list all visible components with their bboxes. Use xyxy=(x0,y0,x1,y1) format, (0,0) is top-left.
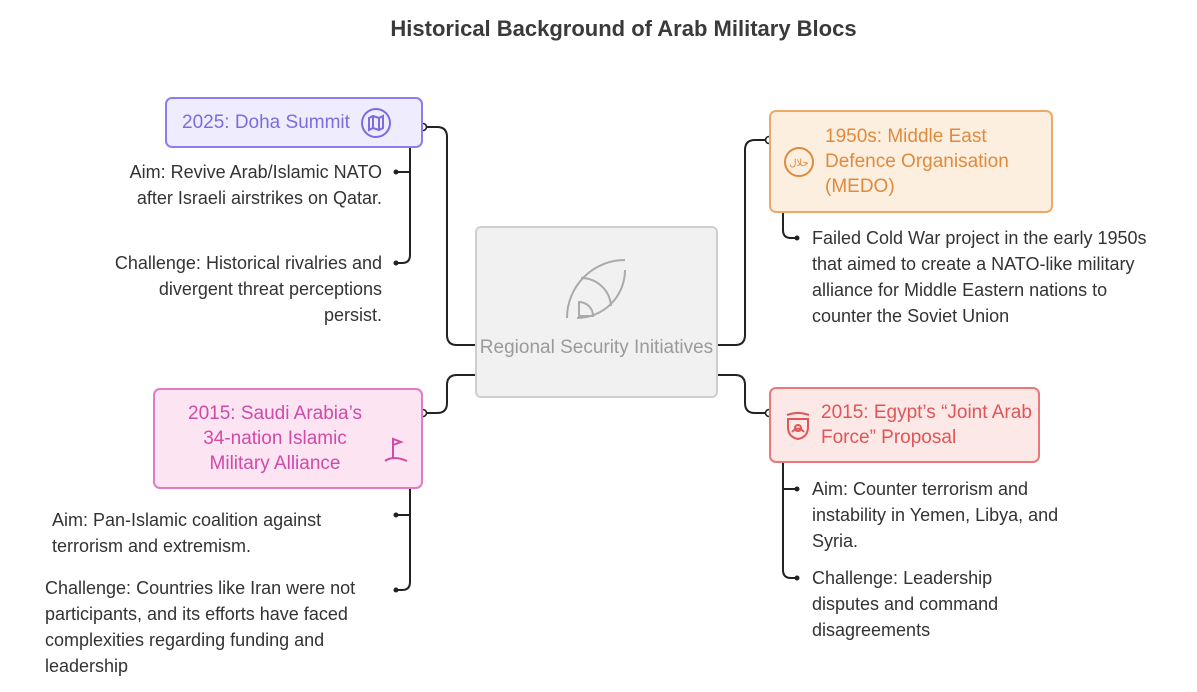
doha-aim: Aim: Revive Arab/Islamic NATO after Isra… xyxy=(129,162,382,208)
bullet-line-doha xyxy=(396,148,411,264)
center-label: Regional Security Initiatives xyxy=(479,337,714,358)
doha-challenge: Challenge: Historical rivalries and dive… xyxy=(114,253,382,325)
connector-egypt xyxy=(718,374,769,414)
node-label: 2015: Egypt’s “Joint Arab Force” Proposa… xyxy=(821,402,1032,448)
egypt-aim: Aim: Counter terrorism and instability i… xyxy=(812,479,1059,551)
node-doha-summit[interactable]: 2025: Doha Summit xyxy=(165,97,423,148)
flag-icon xyxy=(384,437,408,462)
bullet-line-saudi xyxy=(396,489,411,591)
center-node[interactable]: Regional Security Initiatives xyxy=(475,226,718,398)
soldier-icon xyxy=(786,412,810,441)
saudi-aim: Aim: Pan-Islamic coalition against terro… xyxy=(52,510,322,556)
svg-text:حلال: حلال xyxy=(789,158,808,169)
connector-medo xyxy=(718,139,769,346)
bullet-line-egypt xyxy=(782,463,797,579)
connector-doha xyxy=(423,126,475,346)
node-medo[interactable]: حلال 1950s: Middle East Defence Organisa… xyxy=(769,110,1053,213)
map-icon xyxy=(360,107,391,138)
egypt-challenge: Challenge: Leadership disputes and comma… xyxy=(812,568,999,640)
saudi-challenge: Challenge: Countries like Iran were not … xyxy=(45,578,356,676)
node-saudi-alliance[interactable]: 2015: Saudi Arabia’s 34-nation Islamic M… xyxy=(153,388,423,489)
halal-icon: حلال xyxy=(784,146,814,177)
node-label: 1950s: Middle East Defence Organisation … xyxy=(825,126,1009,197)
node-egypt-joint-force[interactable]: 2015: Egypt’s “Joint Arab Force” Proposa… xyxy=(769,387,1040,463)
node-label: 2025: Doha Summit xyxy=(182,112,350,133)
connector-saudi xyxy=(423,374,475,414)
bullet-line-medo xyxy=(782,213,797,239)
signal-waves-icon xyxy=(566,259,626,319)
medo-detail: Failed Cold War project in the early 195… xyxy=(812,228,1147,326)
diagram-title: Historical Background of Arab Military B… xyxy=(390,16,857,41)
node-label: 2015: Saudi Arabia’s 34-nation Islamic M… xyxy=(188,403,362,474)
